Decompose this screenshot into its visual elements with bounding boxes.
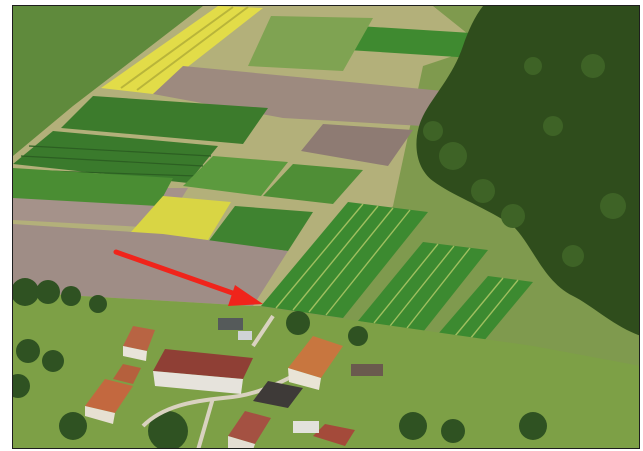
house-bottom-roof <box>228 411 271 444</box>
grass-field-top-left <box>13 6 203 156</box>
crop-row <box>120 6 234 89</box>
house-lower-left-roof-2 <box>113 364 141 384</box>
green-plot-upper <box>348 26 488 58</box>
house-bottom-right-roof <box>313 424 355 446</box>
plot-strip-separators-2 <box>373 243 471 329</box>
plot-strip-separators-3 <box>454 277 519 340</box>
striped-plot-block-3 <box>438 276 533 342</box>
house-bottom-wall <box>228 436 255 448</box>
small-shed-top-2 <box>238 331 252 340</box>
striped-plot-block-1 <box>261 202 428 318</box>
farm-buildings <box>85 318 383 448</box>
house-lower-left-wall <box>85 406 115 424</box>
striped-green-plot-left <box>13 131 218 183</box>
arrow-head <box>228 285 263 306</box>
annotation-arrow <box>113 249 263 306</box>
plot-strip-separators <box>275 203 411 316</box>
tree-line-left <box>13 278 547 448</box>
aerial-photo <box>13 6 639 448</box>
green-plot-left-lower <box>13 168 173 206</box>
main-house-wall <box>288 368 321 390</box>
main-house-roof <box>288 336 343 378</box>
small-shed-top <box>218 318 243 330</box>
house-lower-left-roof <box>85 379 133 413</box>
yellow-crop-plot-lower <box>131 196 231 240</box>
barn-wall <box>153 371 243 394</box>
bare-soil-band-1 <box>153 66 443 126</box>
shed-dark <box>253 381 303 408</box>
house-left-wall <box>123 346 147 361</box>
forest-canopy-highlights <box>423 54 626 267</box>
striped-plot-block-2 <box>358 242 488 332</box>
photo-frame <box>12 5 640 449</box>
striped-green-plot-center <box>183 156 288 196</box>
green-plot-upper-light <box>248 16 373 71</box>
bare-soil-plot-right <box>301 124 413 166</box>
arrow-shaft <box>113 249 244 299</box>
green-striped-plot-lower <box>208 206 313 251</box>
green-plot-middle-1 <box>61 96 268 144</box>
shed-small-right <box>351 364 383 376</box>
white-building <box>293 421 319 433</box>
striped-green-plot-center-right <box>263 164 363 204</box>
house-left-roof <box>123 326 155 351</box>
crop-row <box>136 6 249 91</box>
barn-roof <box>153 349 253 379</box>
